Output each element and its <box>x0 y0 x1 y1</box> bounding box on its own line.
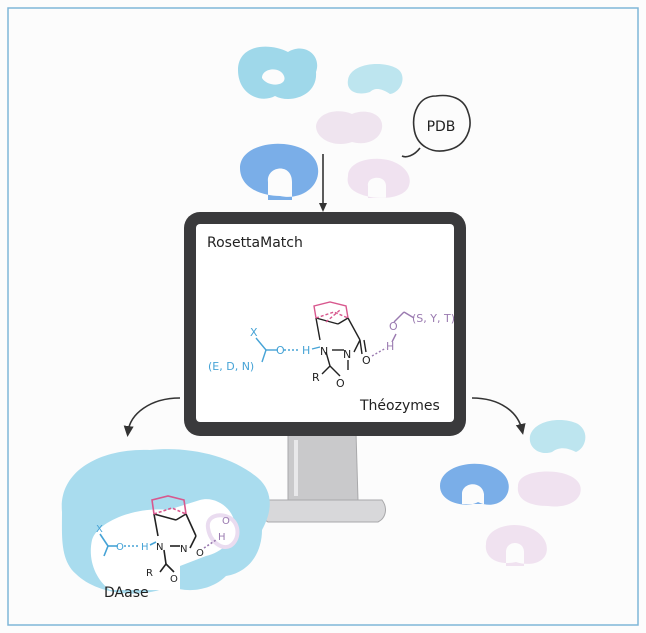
monitor-stand <box>287 431 359 501</box>
r-group-label: R <box>312 371 320 384</box>
bond <box>261 349 267 363</box>
enzyme-label: DAase <box>104 585 149 601</box>
diene-bridge <box>315 311 349 319</box>
scaffold-shape <box>485 524 547 566</box>
atom-o-label: O <box>276 344 285 357</box>
atom-o-label: O <box>336 377 345 390</box>
bond <box>311 346 321 350</box>
atom-n-label: N <box>180 544 187 555</box>
atom-o-label: O <box>116 542 124 553</box>
bond <box>337 317 349 325</box>
r-group-label: R <box>146 568 153 579</box>
bond <box>347 317 361 341</box>
theozymes-label: Théozymes <box>359 398 440 414</box>
scaffold-cluster-top <box>238 46 410 200</box>
bond <box>315 317 321 341</box>
bond <box>163 549 167 565</box>
atom-o-label: O <box>170 574 178 585</box>
scaffold-shape <box>347 64 403 94</box>
acid-residues-label: (E, D, N) <box>208 360 254 373</box>
scaffold-shape <box>316 111 383 145</box>
monitor-base <box>259 499 386 523</box>
arrow-left <box>123 397 181 437</box>
atom-o-label: O <box>362 354 371 367</box>
bond <box>159 563 167 573</box>
bond <box>393 311 405 323</box>
atom-n-label: N <box>320 345 328 358</box>
scaffold-shape <box>238 46 318 99</box>
diene-bridge <box>153 507 187 515</box>
atom-h-label: H <box>386 340 394 353</box>
bond <box>153 513 159 537</box>
scaffold-shape <box>517 471 581 507</box>
hbond-dashed <box>203 539 217 549</box>
monitor-screen <box>196 224 454 422</box>
pdb-bubble-outline <box>401 94 471 158</box>
monitor <box>184 212 466 523</box>
x-group-label: X <box>250 326 258 339</box>
theozyme-labels: X (E, D, N) O H N N R O O H O (S, Y, T) <box>208 312 455 390</box>
scaffold-shape <box>240 143 319 200</box>
arrow-right <box>471 397 526 435</box>
scaffold-shape <box>347 158 410 198</box>
bond <box>391 333 397 343</box>
diene-ring <box>151 495 187 515</box>
scaffold-shape <box>440 463 509 505</box>
atom-o-label: O <box>389 320 398 333</box>
enzyme-active-site <box>99 495 217 573</box>
bond <box>255 337 267 351</box>
atom-h-label: H <box>141 542 149 553</box>
bond <box>175 513 187 521</box>
hydroxyl-residues-label: (S, Y, T) <box>412 312 455 325</box>
atom-o-label: O <box>222 516 230 527</box>
atom-h-label: H <box>302 344 310 357</box>
theozyme-structure <box>255 301 415 377</box>
bond <box>359 339 363 355</box>
bond <box>153 513 177 521</box>
bond <box>103 545 109 557</box>
x-group-label: X <box>96 524 103 535</box>
atom-h-label: H <box>218 532 226 543</box>
pdb-label: PDB <box>427 119 456 135</box>
bond <box>189 535 197 549</box>
bond <box>99 533 109 547</box>
hbond-dashed <box>371 347 387 357</box>
diene-ring <box>313 301 349 319</box>
bond <box>363 339 367 353</box>
figure-frame <box>7 7 639 626</box>
bond <box>325 351 331 367</box>
bond <box>149 541 157 546</box>
bond <box>165 563 175 573</box>
pdb-bubble: PDB <box>401 94 471 158</box>
bond <box>403 311 415 319</box>
scaffold-shape <box>529 420 586 454</box>
atom-o-label: O <box>196 548 204 559</box>
bond <box>353 339 361 353</box>
scaffold-cluster-right <box>440 420 586 566</box>
software-label: RosettaMatch <box>207 235 303 251</box>
bond <box>185 513 197 537</box>
bond <box>321 365 331 375</box>
enzyme-labels: X O H N N R O O H O <box>96 516 230 585</box>
diene-bridge <box>325 309 341 323</box>
enzyme-pocket-purple <box>205 513 240 549</box>
bond <box>329 365 341 377</box>
atom-n-label: N <box>343 348 351 361</box>
enzyme-pocket <box>90 499 235 590</box>
atom-n-label: N <box>156 542 163 553</box>
daase-enzyme <box>61 449 270 594</box>
